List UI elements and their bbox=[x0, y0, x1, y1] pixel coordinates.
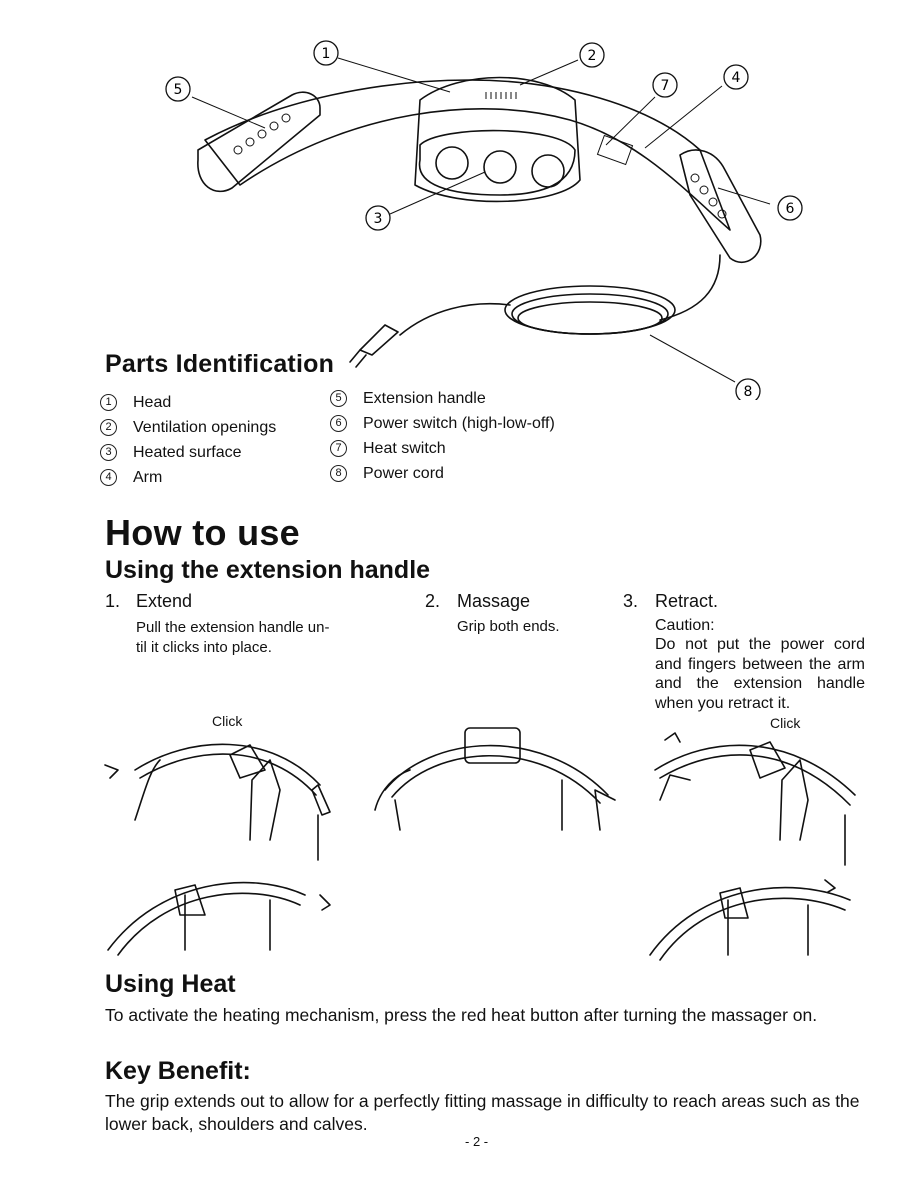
click-label-left: Click bbox=[212, 713, 243, 729]
parts-item: 1 Head bbox=[100, 390, 330, 415]
parts-number: 1 bbox=[100, 394, 117, 411]
parts-item: 8 Power cord bbox=[330, 461, 630, 486]
parts-label: Heat switch bbox=[363, 439, 446, 457]
key-benefit-title: Key Benefit: bbox=[105, 1057, 251, 1085]
product-diagram: 1 2 3 4 5 6 7 8 bbox=[165, 40, 803, 400]
step-1-text-line2: til it clicks into place. bbox=[136, 639, 272, 656]
parts-item: 6 Power switch (high-low-off) bbox=[330, 411, 630, 436]
parts-item: 2 Ventilation openings bbox=[100, 415, 330, 440]
callout-8: 8 bbox=[735, 378, 761, 400]
callout-4: 4 bbox=[723, 64, 749, 90]
parts-number: 2 bbox=[100, 419, 117, 436]
extend-illustration-top bbox=[104, 743, 331, 861]
parts-label: Power switch (high-low-off) bbox=[363, 414, 555, 432]
step-1-number: 1. bbox=[105, 591, 121, 611]
svg-text:5: 5 bbox=[174, 82, 183, 98]
step-3-title: Retract. bbox=[655, 591, 719, 611]
parts-number: 4 bbox=[100, 469, 117, 486]
retract-illustration-bottom bbox=[649, 879, 851, 961]
parts-label: Ventilation openings bbox=[133, 418, 277, 436]
heated-surface-drawing bbox=[435, 146, 565, 188]
svg-text:1: 1 bbox=[322, 46, 331, 62]
how-to-use-title: How to use bbox=[105, 512, 301, 553]
parts-number: 5 bbox=[330, 390, 347, 407]
parts-label: Heated surface bbox=[133, 443, 242, 461]
key-benefit-text: The grip extends out to allow for a perf… bbox=[105, 1091, 860, 1134]
using-heat-title: Using Heat bbox=[105, 970, 236, 998]
parts-item: 3 Heated surface bbox=[100, 440, 330, 465]
step-2-title: Massage bbox=[457, 591, 531, 611]
callout-2: 2 bbox=[579, 42, 605, 68]
parts-title: Parts Identification bbox=[105, 350, 335, 378]
parts-number: 7 bbox=[330, 440, 347, 457]
massager-arm bbox=[204, 79, 731, 231]
svg-text:2: 2 bbox=[588, 48, 597, 64]
svg-text:7: 7 bbox=[661, 78, 670, 94]
massager-head-drawing bbox=[414, 76, 581, 203]
parts-item: 7 Heat switch bbox=[330, 436, 630, 461]
callout-6: 6 bbox=[777, 195, 803, 221]
parts-label: Power cord bbox=[363, 464, 444, 482]
callout-5: 5 bbox=[165, 76, 191, 102]
callout-3: 3 bbox=[365, 205, 391, 231]
parts-number: 6 bbox=[330, 415, 347, 432]
step-1-text-line1: Pull the extension handle un- bbox=[136, 619, 330, 636]
right-grip-drawing bbox=[679, 149, 762, 264]
parts-number: 3 bbox=[100, 444, 117, 461]
parts-item: 5 Extension handle bbox=[330, 386, 630, 411]
massage-illustration bbox=[374, 727, 616, 831]
retract-illustration-top bbox=[654, 732, 856, 866]
parts-list-left: 1 Head 2 Ventilation openings 3 Heated s… bbox=[100, 390, 330, 490]
step-2-text: Grip both ends. bbox=[457, 618, 560, 635]
extend-illustration-bottom bbox=[107, 881, 331, 956]
using-heat-text: To activate the heating mechanism, press… bbox=[105, 1005, 818, 1025]
parts-label: Extension handle bbox=[363, 389, 486, 407]
extension-handle-drawing bbox=[197, 91, 321, 193]
step-1-title: Extend bbox=[136, 591, 193, 611]
parts-list-right: 5 Extension handle 6 Power switch (high-… bbox=[330, 386, 630, 486]
callout-1: 1 bbox=[313, 40, 339, 66]
parts-item: 4 Arm bbox=[100, 465, 330, 490]
extension-handle-subtitle: Using the extension handle bbox=[105, 556, 431, 584]
page-number: - 2 - bbox=[465, 1134, 489, 1149]
parts-label: Arm bbox=[133, 468, 163, 486]
svg-text:4: 4 bbox=[732, 70, 741, 86]
click-label-right: Click bbox=[770, 715, 801, 731]
ventilation-openings-drawing bbox=[485, 92, 517, 99]
parts-label: Head bbox=[133, 393, 172, 411]
callout-7: 7 bbox=[652, 72, 678, 98]
svg-text:8: 8 bbox=[744, 384, 753, 400]
svg-text:3: 3 bbox=[374, 211, 383, 227]
caution-text: Do not put the power cord and fingers be… bbox=[655, 636, 865, 712]
step-2-number: 2. bbox=[425, 591, 441, 611]
caution-title: Caution: bbox=[655, 617, 715, 634]
svg-text:6: 6 bbox=[786, 201, 795, 217]
step-3-number: 3. bbox=[623, 591, 639, 611]
parts-number: 8 bbox=[330, 465, 347, 482]
